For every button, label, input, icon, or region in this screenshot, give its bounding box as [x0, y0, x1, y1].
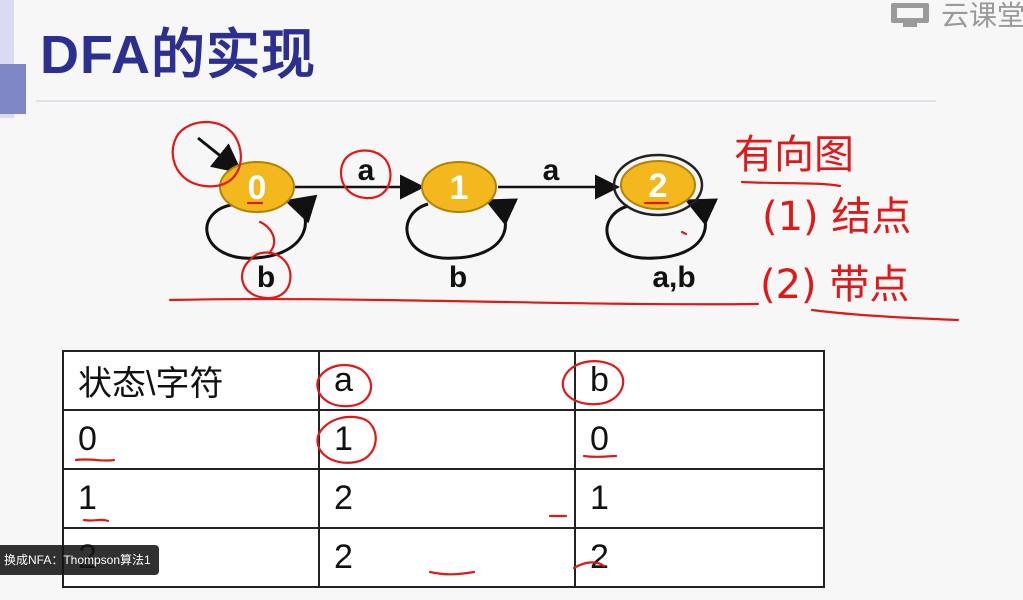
watermark-brand: 云课堂 — [940, 0, 1023, 31]
table-row: 2 2 2 — [62, 527, 825, 588]
slide-accent-block — [0, 64, 26, 114]
loop-2 — [605, 198, 719, 260]
loop-1 — [405, 198, 519, 260]
title-divider — [36, 100, 936, 102]
state-1-circle — [421, 161, 497, 213]
table-cell: 1 — [318, 409, 576, 470]
edge-1-2-label: a — [543, 154, 560, 187]
state-0-label: 0 — [248, 169, 267, 207]
table-cell: 0 — [574, 409, 825, 470]
table-cell: 2 — [318, 468, 576, 529]
header-cell-b: b — [574, 350, 825, 411]
loop-2-label: a,b — [652, 261, 695, 294]
table-cell: 2 — [574, 527, 825, 588]
watermark-logo: 云课堂 — [889, 0, 1023, 34]
transition-table: 状态\字符 a b 0 1 0 1 2 1 2 2 2 — [62, 350, 825, 588]
table-row: 1 2 1 — [62, 468, 825, 529]
slide-title: DFA的实现 — [40, 25, 316, 85]
state-2-label: 2 — [649, 167, 668, 205]
table-cell: 1 — [62, 468, 320, 529]
table-header-row: 状态\字符 a b — [62, 350, 825, 411]
video-caption: 换成NFA：Thompson算法1 — [0, 545, 159, 575]
state-2-circle — [620, 160, 696, 210]
state-2-outer — [612, 153, 704, 217]
table-cell: 2 — [318, 527, 576, 588]
header-cell-a: a — [318, 350, 576, 411]
state-1-label: 1 — [450, 169, 469, 207]
classroom-logo-icon — [890, 3, 929, 27]
table-row: 0 1 0 — [62, 409, 825, 470]
table-cell: 0 — [62, 409, 320, 470]
edge-0-1-label: a — [358, 154, 375, 187]
start-arrow — [197, 136, 243, 174]
header-cell-state: 状态\字符 — [62, 350, 320, 411]
loop-0-label: b — [257, 261, 275, 294]
table-cell: 1 — [574, 468, 825, 529]
loop-1-label: b — [449, 261, 467, 294]
